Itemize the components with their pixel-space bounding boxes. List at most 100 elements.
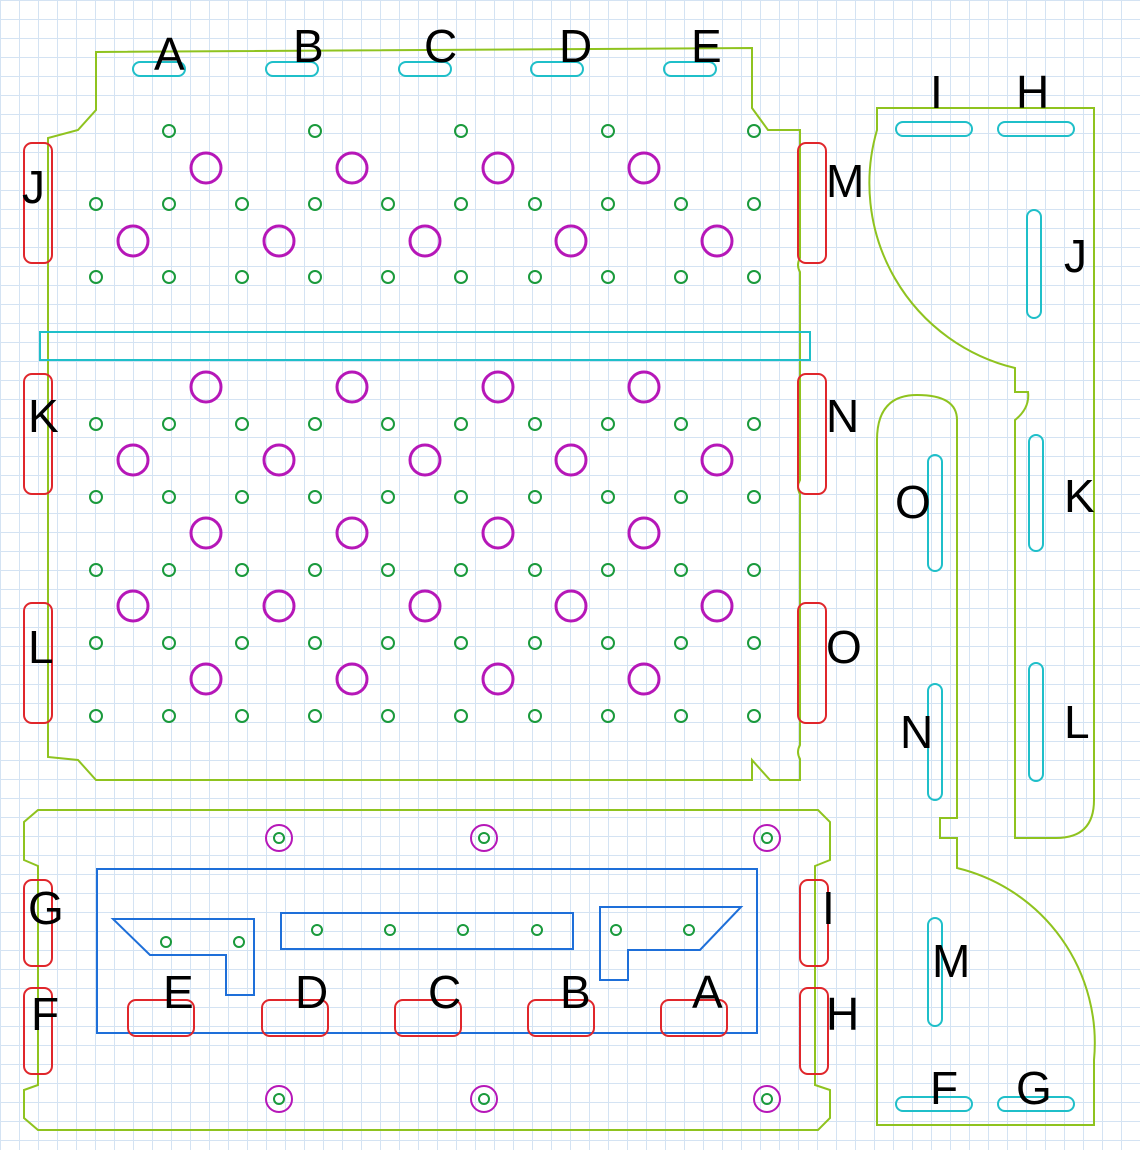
large-hole	[189, 370, 223, 404]
large-hole	[189, 151, 223, 185]
small-hole	[235, 563, 249, 577]
label-inner-a: A	[692, 966, 723, 1018]
large-hole	[554, 224, 588, 258]
small-hole	[89, 197, 103, 211]
small-hole	[235, 490, 249, 504]
small-hole	[674, 197, 688, 211]
large-hole	[481, 662, 515, 696]
small-hole	[381, 197, 395, 211]
side-panel-lower-outline	[876, 393, 1096, 1126]
slot-left-k	[23, 373, 53, 495]
label-right-m: M	[826, 155, 864, 207]
label-bottom-left-f: F	[31, 988, 59, 1040]
label-side-o: O	[895, 476, 931, 528]
cutout-center-bar	[280, 912, 574, 950]
small-hole	[235, 636, 249, 650]
small-hole	[528, 709, 542, 723]
label-bottom-right-i: I	[822, 882, 835, 934]
small-hole	[601, 197, 615, 211]
mount-hole-center	[761, 832, 773, 844]
small-hole	[89, 270, 103, 284]
label-top-c: C	[424, 20, 457, 72]
slot-inner-d	[261, 999, 329, 1037]
small-hole	[381, 417, 395, 431]
tab-side-k	[1028, 434, 1044, 552]
small-hole	[674, 490, 688, 504]
mount-hole-ring	[470, 824, 498, 852]
small-hole	[162, 709, 176, 723]
mount-hole-center	[478, 832, 490, 844]
tab-top-c	[398, 61, 452, 77]
tab-side-i	[895, 121, 973, 137]
large-hole	[481, 516, 515, 550]
large-hole	[262, 443, 296, 477]
small-hole	[162, 636, 176, 650]
label-left-l: L	[28, 621, 54, 673]
large-hole	[408, 443, 442, 477]
small-hole	[381, 270, 395, 284]
large-hole	[262, 589, 296, 623]
label-left-k: K	[28, 390, 59, 442]
small-hole	[308, 490, 322, 504]
cutout-hole	[233, 936, 245, 948]
small-hole	[308, 709, 322, 723]
small-hole	[308, 417, 322, 431]
small-hole	[162, 563, 176, 577]
small-hole	[674, 563, 688, 577]
small-hole	[528, 270, 542, 284]
small-hole	[528, 636, 542, 650]
slot-inner-b	[527, 999, 595, 1037]
small-hole	[235, 709, 249, 723]
label-top-e: E	[691, 20, 722, 72]
label-top-d: D	[559, 20, 592, 72]
small-hole	[235, 417, 249, 431]
mount-hole-ring	[265, 824, 293, 852]
small-hole	[747, 636, 761, 650]
label-inner-c: C	[428, 966, 461, 1018]
small-hole	[308, 197, 322, 211]
label-inner-e: E	[163, 966, 194, 1018]
small-hole	[162, 417, 176, 431]
label-inner-d: D	[295, 966, 328, 1018]
large-hole	[481, 151, 515, 185]
small-hole	[381, 563, 395, 577]
large-hole	[554, 443, 588, 477]
label-right-n: N	[826, 390, 859, 442]
small-hole	[89, 636, 103, 650]
side-panel-upper-outline	[868, 107, 1095, 839]
small-hole	[454, 197, 468, 211]
small-hole	[674, 636, 688, 650]
label-side-m: M	[932, 935, 970, 987]
cutout-hole	[457, 924, 469, 936]
small-hole	[747, 417, 761, 431]
large-hole	[481, 370, 515, 404]
bottom-plate-outline	[23, 809, 831, 1131]
cutout-hole	[610, 924, 622, 936]
mount-hole-ring	[470, 1085, 498, 1113]
tab-side-f	[895, 1096, 973, 1112]
small-hole	[747, 124, 761, 138]
large-hole	[335, 662, 369, 696]
tab-side-h	[997, 121, 1075, 137]
top-plate-outline	[47, 46, 801, 781]
slot-bottom-left-g	[23, 879, 53, 967]
label-left-j: J	[22, 161, 45, 213]
small-hole	[674, 709, 688, 723]
small-hole	[747, 197, 761, 211]
small-hole	[235, 197, 249, 211]
label-side-j: J	[1064, 230, 1087, 282]
cutout-hole	[384, 924, 396, 936]
tab-side-n	[927, 683, 943, 801]
tab-top-d	[530, 61, 584, 77]
label-side-n: N	[900, 706, 933, 758]
tab-side-l	[1028, 662, 1044, 782]
small-hole	[454, 270, 468, 284]
small-hole	[528, 417, 542, 431]
small-hole	[381, 636, 395, 650]
cutout-left-wedge	[110, 918, 255, 996]
small-hole	[89, 709, 103, 723]
small-hole	[601, 563, 615, 577]
large-hole	[627, 151, 661, 185]
small-hole	[235, 270, 249, 284]
large-hole	[116, 224, 150, 258]
